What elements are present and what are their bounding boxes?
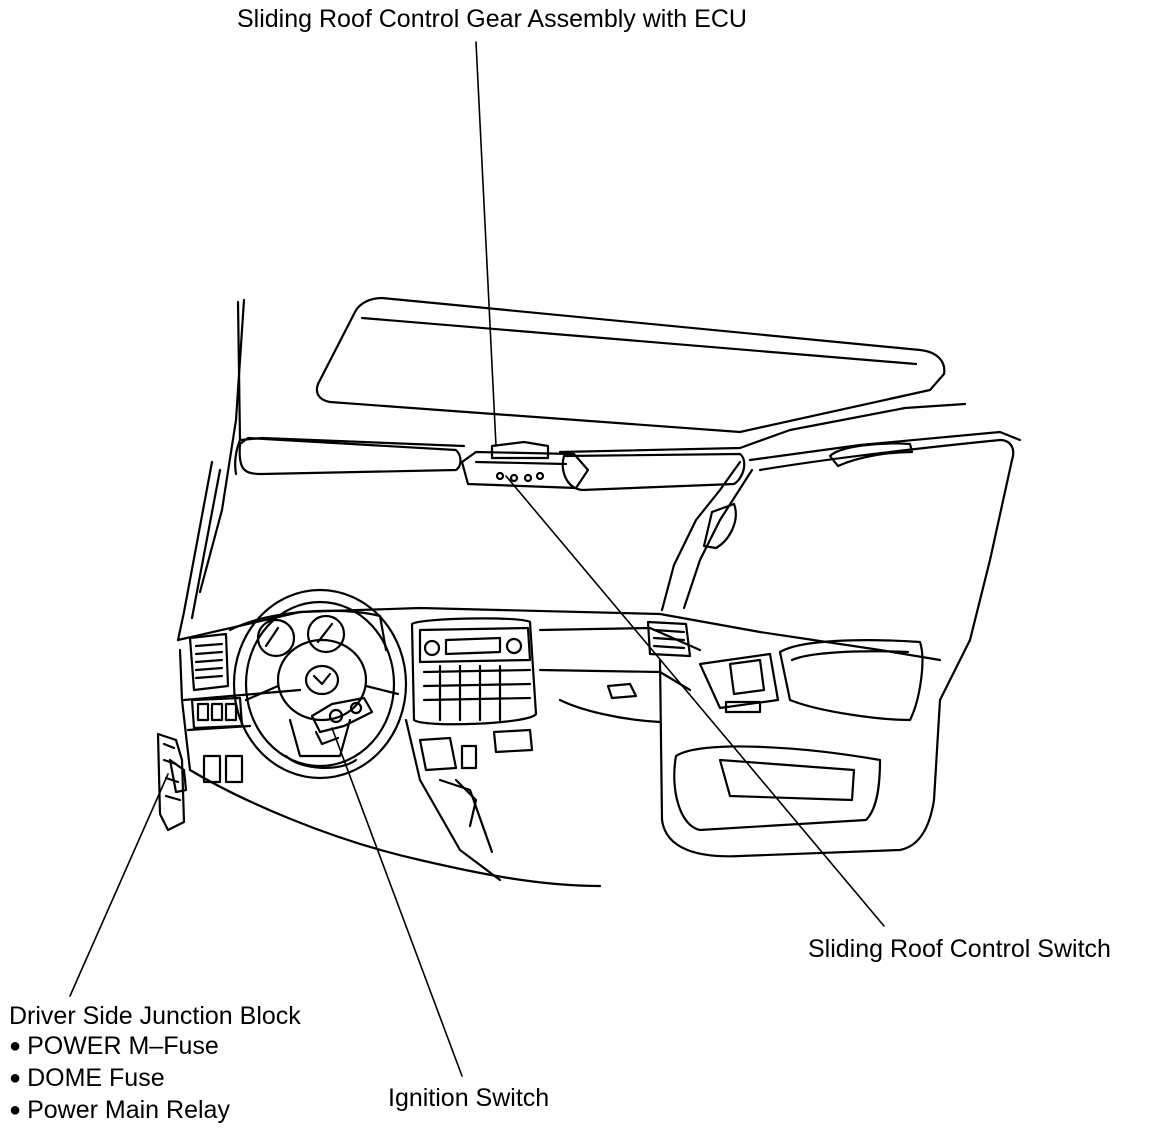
air-vents <box>188 620 692 692</box>
bullet-icon: ● <box>9 1099 22 1121</box>
bullet-icon: ● <box>9 1067 22 1089</box>
junction-item: ●DOME Fuse <box>9 1064 165 1092</box>
gear-ecu-label: Sliding Roof Control Gear Assembly with … <box>237 5 747 33</box>
left-switch-panel <box>190 696 244 784</box>
leader-junction <box>69 773 169 997</box>
overhead-console <box>460 440 590 490</box>
sun-visors <box>238 436 746 492</box>
junction-item: ●Power Main Relay <box>9 1096 230 1124</box>
roof-switch-label: Sliding Roof Control Switch <box>808 935 1111 963</box>
leader-lines <box>69 41 885 1077</box>
junction-block-title: Driver Side Junction Block <box>9 1002 301 1030</box>
a-pillars <box>176 298 914 642</box>
steering-wheel <box>232 588 408 780</box>
junction-block-label: Driver Side Junction Block ●POWER M–Fuse… <box>9 1001 301 1127</box>
headliner <box>234 300 1022 476</box>
leader-ignition <box>331 727 463 1077</box>
junction-item: ●POWER M–Fuse <box>9 1032 219 1060</box>
front-door <box>658 438 1015 858</box>
leader-gear-ecu <box>475 41 497 447</box>
center-console <box>404 617 538 882</box>
bullet-icon: ● <box>9 1035 22 1057</box>
ignition-switch <box>310 696 374 746</box>
junction-block <box>156 732 188 832</box>
leader-roof-switch <box>505 475 885 927</box>
ignition-switch-label: Ignition Switch <box>388 1084 550 1112</box>
sunroof-panel <box>315 296 946 434</box>
